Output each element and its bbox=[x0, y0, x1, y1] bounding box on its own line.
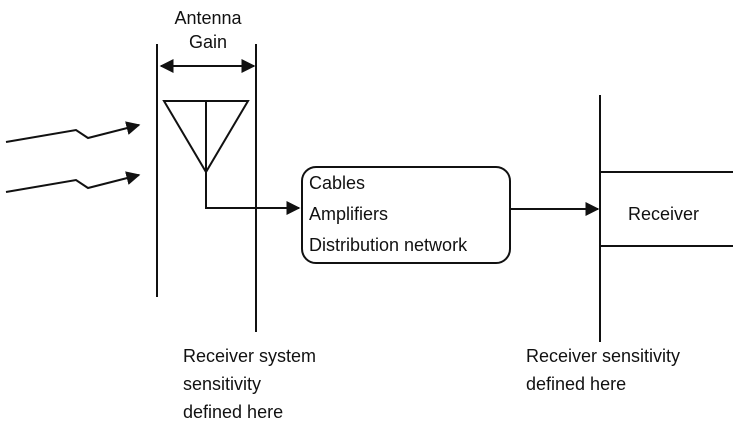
network-box bbox=[301, 166, 511, 264]
antenna-gain-label-line1: Antenna bbox=[174, 8, 242, 28]
network-box-line1: Cables bbox=[309, 173, 365, 193]
network-box-line2: Amplifiers bbox=[309, 204, 388, 224]
receiver-label: Receiver bbox=[628, 204, 699, 224]
antenna-icon bbox=[162, 100, 250, 174]
system-sensitivity-caption-line3: defined here bbox=[183, 402, 283, 422]
network-box-line3: Distribution network bbox=[309, 235, 468, 255]
antenna-gain-label-line2: Gain bbox=[189, 32, 227, 52]
incoming-signal-arrow-upper bbox=[5, 121, 141, 143]
antenna-to-network-arrow bbox=[205, 172, 301, 215]
receiver-sensitivity-caption-line2: defined here bbox=[526, 374, 626, 394]
system-sensitivity-caption-line2: sensitivity bbox=[183, 374, 261, 394]
receiver-sensitivity-caption-line1: Receiver sensitivity bbox=[526, 346, 680, 366]
system-sensitivity-caption-line1: Receiver system bbox=[183, 346, 316, 366]
incoming-signal-arrow-lower bbox=[5, 171, 141, 193]
